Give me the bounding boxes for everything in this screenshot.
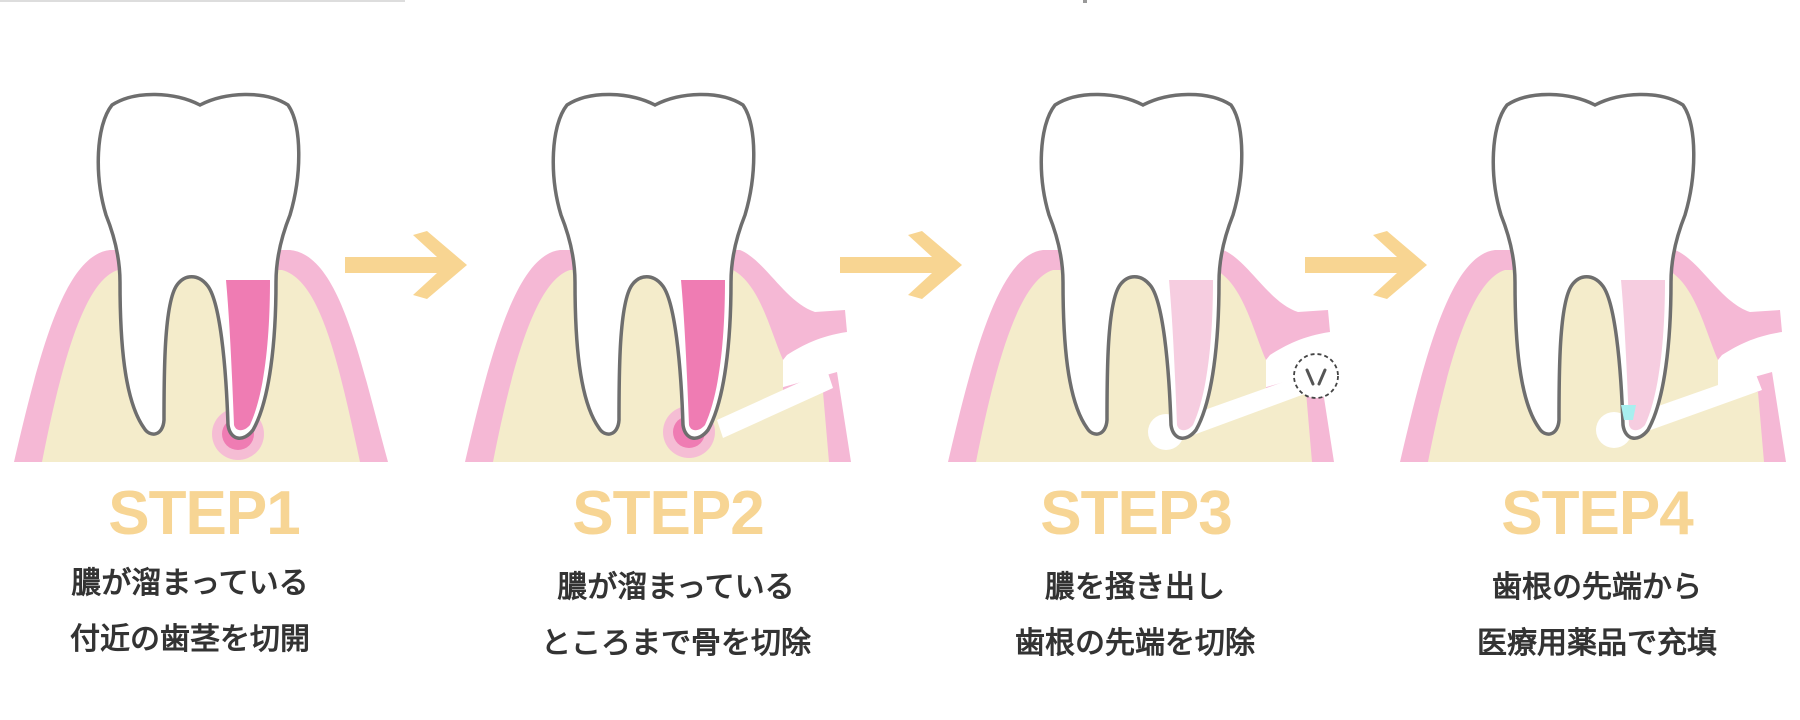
step2-caption-line1: 膿が溜まっている xyxy=(486,560,866,616)
step4-caption-line1: 歯根の先端から xyxy=(1407,560,1787,616)
arrow-right-icon xyxy=(840,231,962,299)
step4-caption-line2: 医療用薬品で充填 xyxy=(1407,616,1787,672)
step1-illustration xyxy=(14,94,388,462)
step2-caption-line2: ところまで骨を切除 xyxy=(486,616,866,672)
step1-caption-line2: 付近の歯茎を切開 xyxy=(0,612,380,668)
step2-caption: 膿が溜まっている ところまで骨を切除 xyxy=(486,560,866,672)
step4-label: STEP4 xyxy=(1437,478,1757,550)
step3-caption-line2: 歯根の先端を切除 xyxy=(945,616,1325,672)
step1-caption-line1: 膿が溜まっている xyxy=(0,556,380,612)
step4-caption: 歯根の先端から 医療用薬品で充填 xyxy=(1407,560,1787,672)
step3-caption: 膿を掻き出し 歯根の先端を切除 xyxy=(945,560,1325,672)
arrow-right-icon xyxy=(345,231,467,299)
bone-shape xyxy=(42,270,360,462)
step3-caption-line1: 膿を掻き出し xyxy=(945,560,1325,616)
step2-illustration xyxy=(465,94,851,462)
step3-illustration xyxy=(948,94,1338,462)
step1-caption: 膿が溜まっている 付近の歯茎を切開 xyxy=(0,556,380,668)
step2-label: STEP2 xyxy=(508,478,828,550)
apicoectomy-diagram xyxy=(0,0,1800,470)
scissors-icon xyxy=(1294,354,1338,398)
step1-label: STEP1 xyxy=(44,478,364,550)
step4-illustration xyxy=(1400,94,1786,462)
step3-label: STEP3 xyxy=(976,478,1296,550)
arrow-right-icon xyxy=(1305,231,1427,299)
